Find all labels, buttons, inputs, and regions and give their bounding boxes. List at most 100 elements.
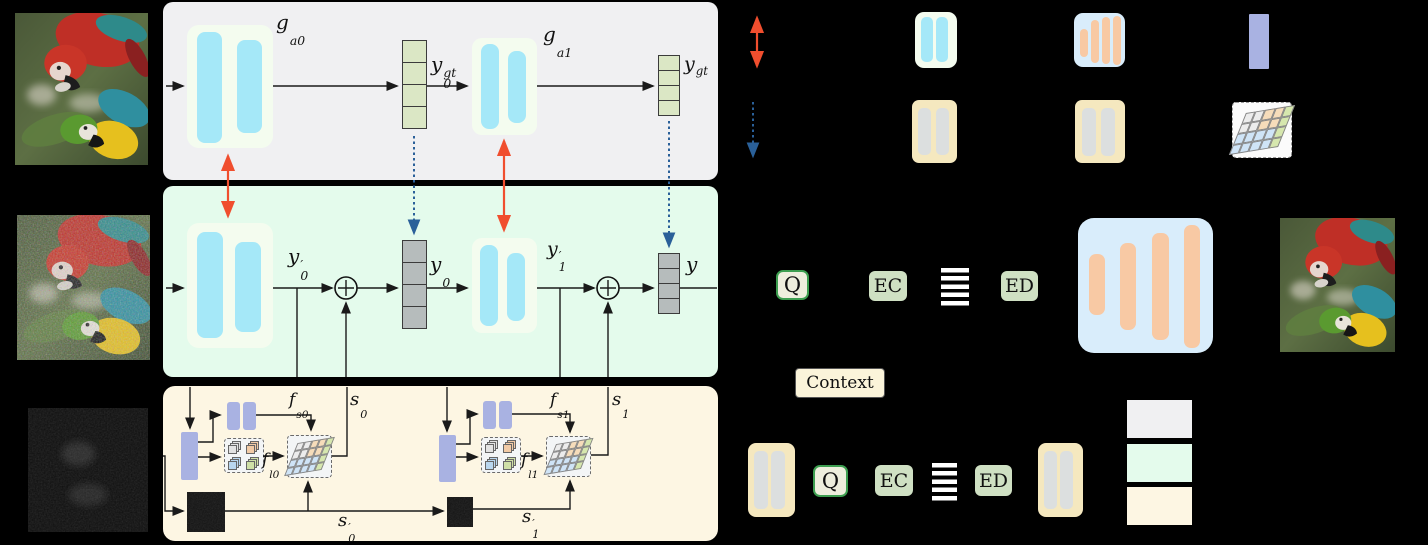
token-cell: [658, 268, 680, 284]
entropy-decoder-label: ED: [1004, 275, 1035, 297]
lut-chip: [485, 461, 494, 470]
decoder-legend-icon: [1074, 13, 1125, 67]
noise-map-image: [28, 408, 148, 532]
denoiser-bar: [754, 451, 768, 509]
label-s1-prime: s′1: [522, 506, 540, 541]
conv-bar: [197, 232, 223, 338]
conv-bar: [508, 51, 526, 123]
denoiser-bar: [1101, 108, 1115, 156]
latent-bar-legend-icon: [1249, 14, 1269, 69]
noise-proj-bar-0: [181, 432, 198, 480]
denoiser-bar: [1060, 451, 1073, 509]
conv-bar: [237, 40, 262, 133]
denoiser-legend-icon-1: [912, 100, 957, 163]
token-cell: [658, 298, 680, 314]
label-s0-prime: s′0: [338, 510, 356, 545]
lut-chipstack: [485, 457, 500, 472]
token-cell: [658, 85, 680, 101]
token-cell: [402, 284, 427, 307]
lut-box-1: [481, 437, 521, 473]
label-y0-prime: y′0: [288, 244, 309, 284]
latent-stack-ygt: [658, 55, 680, 116]
deconv-bar: [1120, 243, 1136, 330]
teacher-encoder-ga1: [472, 38, 537, 135]
denoiser-box-left: [748, 443, 795, 517]
scale-net-bar-0a: [227, 402, 240, 430]
label-y: y: [686, 252, 698, 276]
token-cell: [402, 62, 427, 85]
deconv-bar: [1152, 233, 1169, 340]
deconv-bar: [1089, 254, 1105, 315]
scale-net-bar-1a: [483, 401, 496, 429]
swatch-noise-panel: [1127, 487, 1192, 525]
token-cell: [658, 70, 680, 86]
lut-chipstack: [503, 457, 518, 472]
entropy-coder-label: EC: [879, 469, 909, 492]
lut-chip: [503, 444, 512, 453]
conv-bar: [921, 17, 933, 62]
context-model-label: Context: [806, 373, 874, 393]
lut-chipstack: [228, 441, 243, 456]
lut-chip: [485, 444, 494, 453]
lut-chipstack: [246, 441, 261, 456]
bitstream-icon: [932, 463, 957, 503]
entropy-coder-box: EC: [869, 271, 907, 301]
context-model-box: Context: [795, 368, 885, 398]
deconv-bar: [1184, 225, 1200, 348]
lut-chipstack: [228, 457, 243, 472]
latent-stack-y: [658, 253, 680, 314]
bitstream-icon: [941, 268, 969, 306]
main-encoder-0: [187, 223, 273, 348]
quantizer-label: Q: [783, 273, 802, 297]
lut-grid-legend-icon: [1228, 102, 1296, 158]
conv-bar: [235, 242, 261, 332]
entropy-coder-label: EC: [873, 275, 903, 297]
token-cell: [658, 253, 680, 269]
token-cell: [402, 84, 427, 107]
token-cell: [658, 283, 680, 299]
conv-bar: [197, 32, 222, 143]
token-cell: [402, 106, 427, 129]
lut-chipstack: [485, 440, 500, 455]
noisy-input-image: [17, 215, 150, 360]
main-encoder-1: [472, 238, 537, 333]
lut-chipstack: [246, 457, 261, 472]
denoiser-legend-icon-2: [1075, 100, 1125, 163]
label-y1-prime: y′1: [547, 238, 567, 275]
lut-grid-icon: [284, 436, 335, 477]
denoiser-box-right: [1038, 443, 1083, 517]
deconv-bar: [1102, 17, 1110, 64]
deconv-bar: [1091, 20, 1099, 63]
conv-bar: [481, 44, 499, 129]
clean-input-image: [15, 13, 148, 165]
token-cell: [658, 100, 680, 116]
denoiser-bar: [1044, 451, 1057, 509]
token-cell: [402, 262, 427, 285]
entropy-decoder-box: ED: [1001, 271, 1038, 301]
lut-chip: [246, 461, 255, 470]
token-cell: [658, 55, 680, 71]
conv-bar: [936, 17, 948, 62]
noise-patch-0: [187, 492, 225, 532]
token-cell: [402, 306, 427, 329]
grid-box-0: [284, 435, 335, 478]
lut-grid-icon: [543, 437, 594, 476]
conv-bar: [507, 253, 525, 321]
teacher-encoder-ga0: [187, 25, 273, 148]
lut-grid-icon: [1228, 104, 1296, 156]
noise-patch-1: [447, 497, 473, 527]
denoiser-bar: [771, 451, 785, 509]
decoder-box: [1078, 218, 1213, 353]
entropy-decoder-label: ED: [978, 469, 1009, 492]
reconstructed-image: [1280, 218, 1395, 352]
